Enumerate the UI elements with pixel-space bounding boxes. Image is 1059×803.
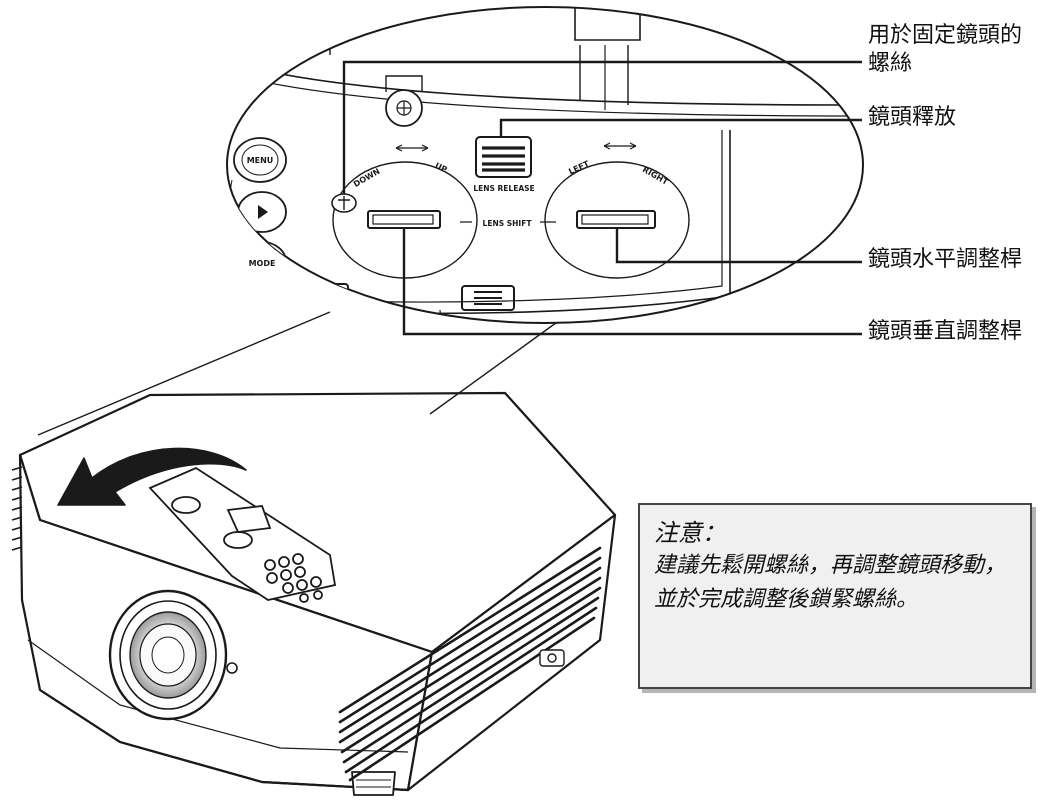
callout-horizontal-lever: 鏡頭水平調整桿: [868, 246, 1022, 274]
callout-screw-line1: 用於固定鏡頭的: [868, 22, 1022, 50]
menu-label: MENU: [247, 156, 274, 165]
note-title: 注意：: [654, 517, 1016, 549]
callout-vertical-lever: 鏡頭垂直調整桿: [868, 318, 1022, 346]
callout-screw: 用於固定鏡頭的 螺絲: [868, 22, 1022, 78]
callout-screw-line2: 螺絲: [868, 50, 1022, 78]
callout-lens-release: 鏡頭釋放: [868, 104, 956, 132]
zoom-detail: [222, 0, 863, 325]
side-port: [540, 650, 564, 666]
mode-label: MODE: [249, 259, 276, 268]
note-body: 建議先鬆開螺絲，再調整鏡頭移動，並於完成調整後鎖緊螺絲。: [654, 549, 1016, 617]
lens-release-label: LENS RELEASE: [473, 184, 534, 193]
lens-shift-label: LENS SHIFT: [483, 219, 533, 228]
note-box: 注意： 建議先鬆開螺絲，再調整鏡頭移動，並於完成調整後鎖緊螺絲。: [638, 503, 1032, 689]
